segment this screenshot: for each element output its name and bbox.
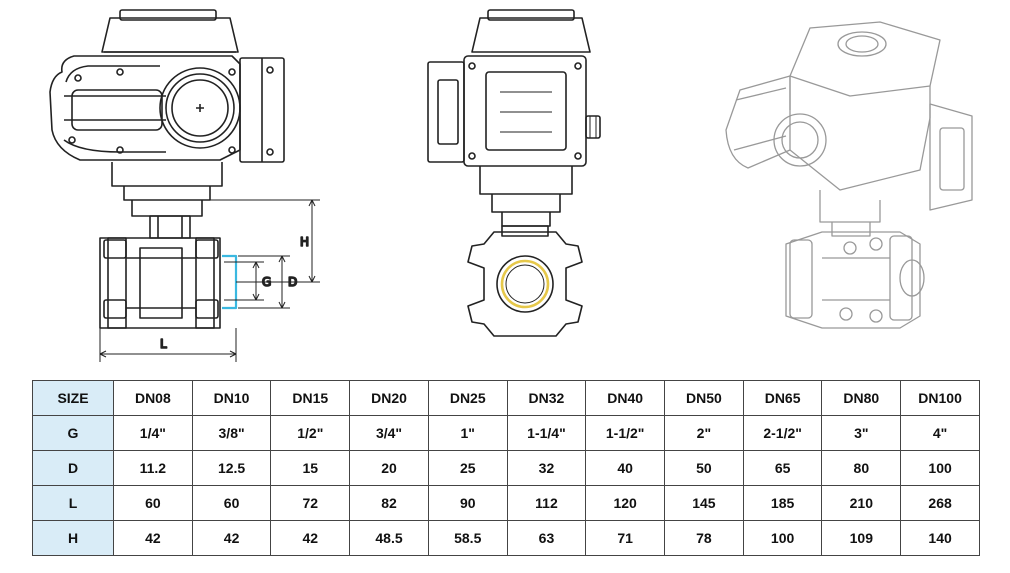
table-row: L 60 60 72 82 90 112 120 145 185 210 268 — [32, 485, 980, 521]
table-header-row: SIZE DN08 DN10 DN15 DN20 DN25 DN32 DN40 … — [32, 380, 980, 416]
column-header: DN10 — [191, 380, 272, 416]
table-cell: 140 — [900, 520, 980, 556]
table-cell: 3/4" — [349, 415, 429, 451]
table-cell: 80 — [821, 450, 902, 486]
spec-table: SIZE DN08 DN10 DN15 DN20 DN25 DN32 DN40 … — [32, 380, 980, 556]
row-label: D — [32, 450, 114, 486]
table-cell: 100 — [742, 520, 823, 556]
column-header: DN100 — [900, 380, 980, 416]
table-cell: 63 — [506, 520, 587, 556]
table-cell: 1/2" — [270, 415, 351, 451]
table-row: H 42 42 42 48.5 58.5 63 71 78 100 109 14… — [32, 520, 980, 556]
table-cell: 2" — [664, 415, 744, 451]
table-cell: 42 — [270, 520, 351, 556]
table-cell: 2-1/2" — [742, 415, 823, 451]
table-cell: 210 — [821, 485, 902, 521]
table-cell: 1" — [427, 415, 508, 451]
table-cell: 12.5 — [191, 450, 272, 486]
column-header: DN20 — [349, 380, 429, 416]
column-header: DN15 — [270, 380, 351, 416]
table-cell: 4" — [900, 415, 980, 451]
table-cell: 50 — [664, 450, 744, 486]
dimension-label-g: G — [262, 275, 271, 289]
table-row: G 1/4" 3/8" 1/2" 3/4" 1" 1-1/4" 1-1/2" 2… — [32, 415, 980, 451]
table-cell: 11.2 — [113, 450, 193, 486]
dimension-label-d: D — [288, 275, 297, 289]
table-cell: 15 — [270, 450, 351, 486]
table-cell: 1-1/4" — [506, 415, 587, 451]
table-cell: 65 — [742, 450, 823, 486]
column-header: DN32 — [506, 380, 587, 416]
column-header: DN80 — [821, 380, 902, 416]
column-header: DN50 — [664, 380, 744, 416]
column-header: DN40 — [585, 380, 666, 416]
table-cell: 72 — [270, 485, 351, 521]
table-cell: 109 — [821, 520, 902, 556]
table-cell: 145 — [664, 485, 744, 521]
table-cell: 60 — [113, 485, 193, 521]
dimension-label-l: L — [160, 337, 167, 351]
table-cell: 42 — [191, 520, 272, 556]
row-label: H — [32, 520, 114, 556]
table-cell: 40 — [585, 450, 666, 486]
table-cell: 42 — [113, 520, 193, 556]
table-cell: 185 — [742, 485, 823, 521]
table-cell: 112 — [506, 485, 587, 521]
table-cell: 58.5 — [427, 520, 508, 556]
isometric-view-drawing — [725, 21, 973, 329]
dimension-label-h: H — [300, 235, 309, 249]
table-cell: 32 — [506, 450, 587, 486]
side-view-drawing — [427, 9, 601, 337]
valve-drawings: H G D L — [49, 9, 973, 362]
column-header: SIZE — [32, 380, 114, 416]
table-cell: 78 — [664, 520, 744, 556]
table-cell: 120 — [585, 485, 666, 521]
table-cell: 60 — [191, 485, 272, 521]
table-cell: 82 — [349, 485, 429, 521]
table-row: D 11.2 12.5 15 20 25 32 40 50 65 80 100 — [32, 450, 980, 486]
table-cell: 90 — [427, 485, 508, 521]
table-cell: 3" — [821, 415, 902, 451]
front-view-drawing: H G D L — [49, 9, 320, 362]
table-cell: 1-1/2" — [585, 415, 666, 451]
table-cell: 25 — [427, 450, 508, 486]
table-cell: 48.5 — [349, 520, 429, 556]
row-label: L — [32, 485, 114, 521]
table-cell: 1/4" — [113, 415, 193, 451]
dimension-lines — [99, 199, 320, 362]
table-cell: 3/8" — [191, 415, 272, 451]
row-label: G — [32, 415, 114, 451]
column-header: DN65 — [742, 380, 823, 416]
table-cell: 268 — [900, 485, 980, 521]
table-cell: 71 — [585, 520, 666, 556]
table-cell: 100 — [900, 450, 980, 486]
table-cell: 20 — [349, 450, 429, 486]
column-header: DN08 — [113, 380, 193, 416]
column-header: DN25 — [427, 380, 508, 416]
